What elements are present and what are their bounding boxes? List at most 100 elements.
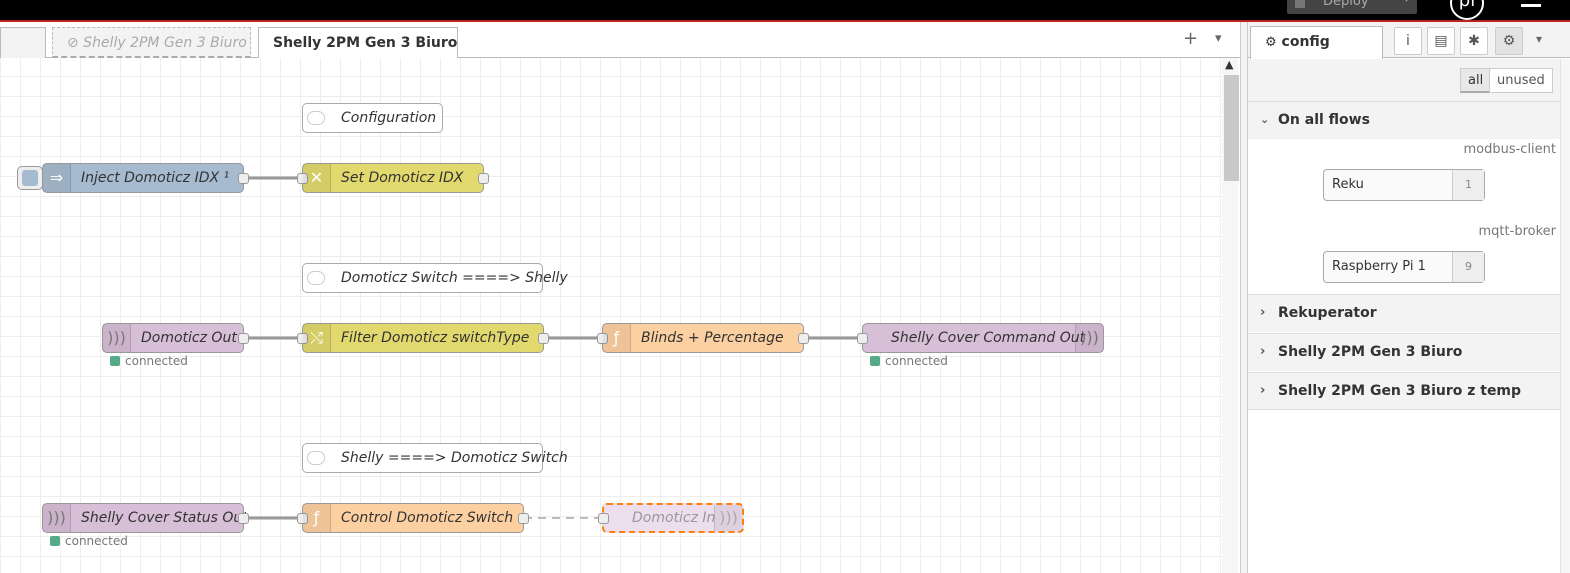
input-port[interactable] [297, 173, 308, 184]
node-label: Domoticz Switch ====> Shelly [341, 270, 568, 286]
input-port[interactable] [597, 333, 608, 344]
scrollbar-thumb[interactable] [1224, 75, 1239, 181]
comment-domoticz-to-shelly[interactable]: Domoticz Switch ====> Shelly [302, 263, 568, 293]
sidebar-scrollbar[interactable] [1560, 59, 1570, 573]
node-shelly-cover-command-out[interactable]: Shelly Cover Command Out ))) [857, 323, 1104, 353]
config-node-label: Raspberry Pi 1 [1332, 259, 1426, 274]
sidebar-tab-config[interactable]: ⚙ config [1250, 26, 1383, 59]
wires-layer [244, 176, 862, 520]
section-on-all-flows[interactable]: ⌄ On all flows [1248, 101, 1560, 139]
output-port[interactable] [538, 333, 549, 344]
inject-trigger-icon [22, 170, 38, 186]
filter-all-button[interactable]: all [1460, 68, 1492, 93]
info-icon[interactable]: i [1394, 27, 1422, 55]
config-node-count: 9 [1452, 252, 1484, 282]
input-port[interactable] [598, 513, 609, 524]
config-node-count: 1 [1452, 170, 1484, 200]
node-status-connected: connected [50, 534, 128, 548]
comment-icon [307, 271, 325, 285]
scroll-up-icon[interactable]: ▲ [1225, 58, 1234, 71]
node-label: Shelly Cover Status Out [81, 510, 248, 526]
status-text: connected [125, 354, 188, 368]
deploy-button[interactable]: Deploy ▾ [1287, 0, 1417, 14]
deploy-dropdown-icon[interactable]: ▾ [1404, 0, 1409, 5]
node-label: Control Domoticz Switch [341, 510, 514, 526]
section-title: On all flows [1278, 112, 1370, 128]
section-title: Rekuperator [1278, 305, 1377, 321]
config-node-label: Reku [1332, 177, 1364, 192]
output-port[interactable] [238, 333, 249, 344]
inject-trigger-button[interactable] [17, 166, 43, 190]
flow-canvas[interactable]: Configuration Domoticz Switch ====> Shel… [0, 58, 1222, 573]
chevron-right-icon: › [1260, 344, 1266, 359]
wifi-icon: ))) [103, 324, 131, 352]
input-port[interactable] [297, 513, 308, 524]
comment-configuration[interactable]: Configuration [302, 103, 443, 133]
input-port[interactable] [297, 333, 308, 344]
node-inject-domoticz-idx[interactable]: ⇒ Inject Domoticz IDX ¹ [42, 163, 249, 193]
function-icon: ƒ [303, 504, 331, 532]
chevron-right-icon: › [1260, 383, 1266, 398]
node-filter-domoticz-switchtype[interactable]: ⤭ Filter Domoticz switchType [297, 323, 549, 353]
node-domoticz-in-disabled[interactable]: Domoticz In ))) [598, 503, 744, 533]
node-label: Domoticz In [632, 510, 716, 526]
section-shelly-biuro-temp[interactable]: › Shelly 2PM Gen 3 Biuro z temp [1248, 372, 1560, 410]
node-blinds-percentage[interactable]: ƒ Blinds + Percentage [597, 323, 809, 353]
node-label: Shelly Cover Command Out [891, 330, 1086, 346]
status-dot-icon [870, 356, 880, 366]
comment-icon [307, 111, 325, 125]
output-port[interactable] [238, 513, 249, 524]
input-port[interactable] [857, 333, 868, 344]
wifi-icon: ))) [714, 505, 742, 531]
output-port[interactable] [478, 173, 489, 184]
node-set-domoticz-idx[interactable]: ✕ Set Domoticz IDX [297, 163, 489, 193]
deploy-label: Deploy [1323, 0, 1369, 9]
node-domoticz-out[interactable]: ))) Domoticz Out [102, 323, 249, 353]
section-rekuperator[interactable]: › Rekuperator [1248, 294, 1560, 332]
comment-shelly-to-domoticz[interactable]: Shelly ====> Domoticz Switch [302, 443, 568, 473]
hamburger-menu-icon[interactable] [1521, 4, 1541, 7]
workspace-tab-shelly-biuro-temp[interactable]: Shelly 2PM Gen 3 Biuro z temp [258, 27, 458, 60]
node-status-connected: connected [110, 354, 188, 368]
output-port[interactable] [798, 333, 809, 344]
add-flow-icon[interactable]: + [1183, 28, 1199, 49]
sidebar-menu-chevron-icon[interactable]: ▾ [1536, 32, 1543, 46]
gear-icon[interactable]: ⚙ [1495, 27, 1523, 55]
sidebar-splitter[interactable] [1240, 22, 1248, 573]
node-label: Domoticz Out [141, 330, 237, 346]
config-type-label: mqtt-broker [1478, 224, 1556, 239]
node-control-domoticz-switch[interactable]: ƒ Control Domoticz Switch [297, 503, 529, 533]
sidebar-tab-label: config [1281, 34, 1330, 50]
switch-icon: ⤭ [303, 324, 331, 352]
output-port[interactable] [238, 173, 249, 184]
deploy-icon [1295, 0, 1305, 8]
output-port[interactable] [518, 513, 529, 524]
node-label: Inject Domoticz IDX ¹ [81, 170, 230, 186]
node-label: Configuration [341, 110, 437, 126]
workspace-tab-bar: ⊘ Shelly 2PM Gen 3 Biuro Shelly 2PM Gen … [0, 22, 1240, 60]
status-text: connected [885, 354, 948, 368]
filter-unused-button[interactable]: unused [1489, 68, 1553, 93]
section-title: Shelly 2PM Gen 3 Biuro [1278, 344, 1463, 360]
node-shelly-cover-status-out[interactable]: ))) Shelly Cover Status Out [42, 503, 249, 533]
node-label: Filter Domoticz switchType [341, 330, 530, 346]
section-shelly-biuro[interactable]: › Shelly 2PM Gen 3 Biuro [1248, 333, 1560, 371]
flow-menu-icon[interactable]: ▾ [1215, 31, 1222, 46]
node-label: Set Domoticz IDX [341, 170, 464, 186]
arrow-right-icon: ⇒ [43, 164, 71, 192]
user-avatar[interactable]: pi [1450, 0, 1484, 20]
shuffle-icon: ✕ [303, 164, 331, 192]
gear-icon: ⚙ [1265, 35, 1277, 50]
status-dot-icon [110, 356, 120, 366]
status-text: connected [65, 534, 128, 548]
bug-icon[interactable]: ✱ [1460, 27, 1488, 55]
config-node-raspberry-pi[interactable]: Raspberry Pi 1 9 [1323, 251, 1485, 283]
comment-icon [307, 451, 325, 465]
node-label: Blinds + Percentage [641, 330, 784, 346]
config-filter-bar: all unused [1248, 59, 1570, 101]
workspace-tab-shelly-biuro[interactable]: ⊘ Shelly 2PM Gen 3 Biuro [52, 27, 251, 59]
workspace-tab[interactable] [0, 27, 46, 59]
book-icon[interactable]: ▤ [1427, 27, 1455, 55]
config-node-reku[interactable]: Reku 1 [1323, 169, 1485, 201]
canvas-vertical-scrollbar[interactable]: ▲ [1222, 58, 1239, 573]
